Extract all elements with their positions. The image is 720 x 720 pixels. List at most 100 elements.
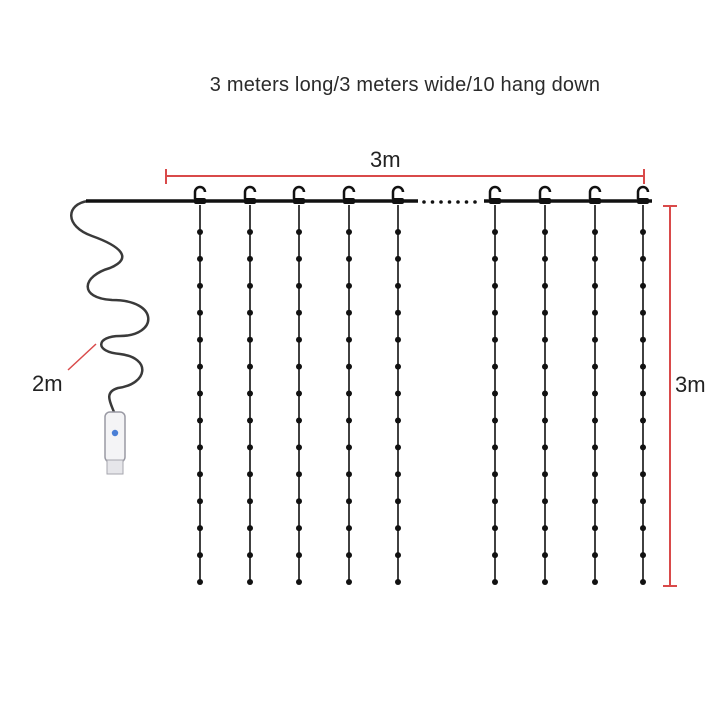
led-bulb xyxy=(640,552,646,559)
light-strand xyxy=(538,185,552,585)
led-bulb xyxy=(296,229,302,235)
led-bulb xyxy=(296,579,302,585)
led-bulb xyxy=(197,498,203,505)
led-bulb xyxy=(542,579,548,585)
led-bulb xyxy=(247,390,253,397)
led-bulb xyxy=(640,363,646,370)
led-bulb xyxy=(395,390,401,397)
led-bulb xyxy=(197,390,203,397)
light-strand xyxy=(588,185,602,585)
led-bulb xyxy=(592,282,598,289)
led-bulb xyxy=(592,498,598,505)
led-bulb xyxy=(640,444,646,451)
led-bulb xyxy=(592,363,598,370)
led-bulb xyxy=(296,417,302,424)
led-bulb xyxy=(492,444,498,451)
led-bulb xyxy=(492,417,498,424)
led-bulb xyxy=(296,525,302,532)
led-bulb xyxy=(395,282,401,289)
led-bulb xyxy=(542,336,548,343)
width-dimension-label: 3m xyxy=(370,147,401,172)
led-bulb xyxy=(640,471,646,478)
led-bulb xyxy=(296,444,302,451)
led-bulb xyxy=(640,229,646,235)
led-bulb xyxy=(197,282,203,289)
led-bulb xyxy=(492,336,498,343)
led-bulb xyxy=(492,363,498,370)
led-bulb xyxy=(640,417,646,424)
light-strand xyxy=(243,185,257,585)
led-bulb xyxy=(346,471,352,478)
led-bulb xyxy=(247,309,253,316)
strand-clip xyxy=(244,198,256,204)
cable-label-leader xyxy=(67,343,97,371)
led-bulb xyxy=(247,525,253,532)
led-bulb xyxy=(395,229,401,235)
led-bulb xyxy=(640,309,646,316)
led-bulb xyxy=(592,255,598,262)
usb-plug-icon xyxy=(104,411,126,475)
led-bulb xyxy=(296,552,302,559)
led-bulb xyxy=(542,309,548,316)
led-bulb xyxy=(592,579,598,585)
light-strands xyxy=(193,185,650,585)
led-bulb xyxy=(296,390,302,397)
led-bulb xyxy=(395,309,401,316)
ellipsis-dot xyxy=(430,200,435,204)
button-icon xyxy=(111,429,119,437)
led-bulb xyxy=(346,336,352,343)
hook-icon xyxy=(243,185,257,199)
led-bulb xyxy=(247,417,253,424)
led-bulb xyxy=(592,471,598,478)
led-bulb xyxy=(296,255,302,262)
led-bulb xyxy=(346,498,352,505)
led-bulb xyxy=(197,552,203,559)
ellipsis-dot xyxy=(456,200,460,204)
coiled-cable xyxy=(70,199,150,413)
led-bulb xyxy=(247,471,253,478)
led-bulb xyxy=(542,282,548,289)
led-bulb xyxy=(640,255,646,262)
strand-clip xyxy=(293,198,305,204)
height-dimension-label: 3m xyxy=(675,372,706,397)
led-bulb xyxy=(197,471,203,478)
led-bulb xyxy=(640,525,646,532)
led-bulb xyxy=(592,525,598,532)
ellipsis-dots xyxy=(422,200,477,204)
led-bulb xyxy=(395,498,401,505)
strand-clip xyxy=(489,198,501,204)
led-bulb xyxy=(492,309,498,316)
led-bulb xyxy=(247,444,253,451)
led-bulb xyxy=(197,579,203,585)
led-bulb xyxy=(395,417,401,424)
ellipsis-dot xyxy=(422,200,426,204)
strand-clip xyxy=(539,198,551,204)
led-bulb xyxy=(346,309,352,316)
light-strand xyxy=(488,185,502,585)
led-bulb xyxy=(247,498,253,505)
led-bulb xyxy=(492,282,498,289)
led-bulb xyxy=(197,229,203,235)
led-bulb xyxy=(395,363,401,370)
led-bulb xyxy=(592,444,598,451)
hook-icon xyxy=(588,185,602,199)
led-bulb xyxy=(346,229,352,235)
led-bulb xyxy=(542,471,548,478)
led-bulb xyxy=(492,498,498,505)
led-bulb xyxy=(542,255,548,262)
ellipsis-dot xyxy=(447,200,452,204)
led-bulb xyxy=(247,552,253,559)
ellipsis-dot xyxy=(473,200,477,204)
strand-clip xyxy=(637,198,649,204)
ellipsis-dot xyxy=(439,200,443,204)
light-strand xyxy=(193,185,207,585)
led-bulb xyxy=(346,552,352,559)
led-bulb xyxy=(492,229,498,235)
led-bulb xyxy=(346,390,352,397)
led-bulb xyxy=(247,363,253,370)
hook-icon xyxy=(342,185,356,199)
strand-clip xyxy=(343,198,355,204)
led-bulb xyxy=(197,255,203,262)
